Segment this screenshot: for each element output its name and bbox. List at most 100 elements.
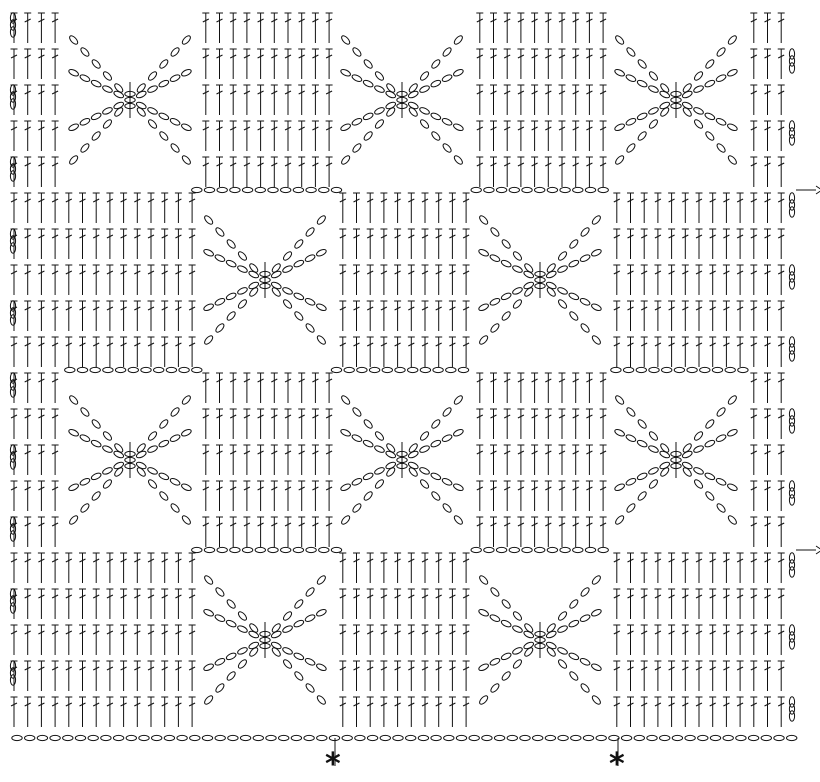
bowtie-chain [648, 430, 659, 441]
bowtie-chain [430, 112, 442, 121]
block-chain [433, 367, 443, 372]
bowtie-chain [625, 142, 636, 153]
bowtie-chain [648, 118, 659, 129]
bowtie-chain [282, 250, 293, 261]
bowtie-chain [305, 586, 316, 597]
bowtie-chain [625, 502, 636, 513]
foundation-chain [139, 735, 149, 740]
block-chain [547, 187, 557, 192]
block-chain [522, 547, 532, 552]
bowtie-chain [214, 614, 226, 623]
foundation-chain [672, 735, 682, 740]
turning-chain [789, 279, 794, 289]
bowtie-chain [282, 264, 294, 273]
bowtie-chain [419, 106, 431, 115]
block-chain [598, 547, 608, 552]
bowtie-chain [580, 586, 591, 597]
bowtie-chain [693, 430, 704, 441]
block-chain [484, 547, 494, 552]
bowtie-chain [181, 514, 192, 525]
block-chain [471, 547, 481, 552]
bowtie-chain [716, 502, 727, 513]
bowtie-chain [580, 226, 591, 237]
foundation-chain [113, 735, 123, 740]
block-chain [306, 187, 316, 192]
bowtie-chain [489, 322, 500, 333]
block-chain [77, 367, 87, 372]
bowtie-chain [430, 130, 441, 141]
block-chain [636, 367, 646, 372]
bowtie-chain [214, 657, 226, 666]
bowtie-chain [591, 574, 602, 585]
bowtie-chain [170, 142, 181, 153]
bowtie-chain [727, 34, 738, 45]
bowtie-chain [203, 574, 214, 585]
bowtie-chain [419, 70, 430, 81]
bowtie-chain [340, 123, 352, 132]
bowtie-chain [441, 434, 453, 443]
bowtie-chain [430, 439, 442, 448]
bowtie-chain [614, 483, 626, 492]
block-chain [281, 547, 291, 552]
bowtie-chain [158, 418, 169, 429]
foundation-chain [761, 735, 771, 740]
block-chain [357, 367, 367, 372]
block-chain [484, 187, 494, 192]
block-chain [204, 187, 214, 192]
bowtie-chain [557, 610, 568, 621]
block-chain [179, 367, 189, 372]
bowtie-chain [351, 502, 362, 513]
block-chain [255, 547, 265, 552]
bowtie-chain [614, 154, 625, 165]
bowtie-chain [489, 226, 500, 237]
bowtie-chain [557, 624, 569, 633]
block-chain [230, 547, 240, 552]
block-chain [65, 367, 75, 372]
bowtie-chain [591, 214, 602, 225]
foundation-chain [215, 735, 225, 740]
bowtie-chain [316, 694, 327, 705]
bowtie-chain [591, 694, 602, 705]
bowtie-chain [293, 670, 304, 681]
bowtie-chain [79, 434, 91, 443]
bowtie-chain [203, 248, 215, 257]
bowtie-chain [453, 154, 464, 165]
bowtie-chain [351, 74, 363, 83]
bowtie-chain [557, 286, 569, 295]
block-chain [458, 367, 468, 372]
bowtie-chain [362, 79, 374, 88]
bowtie-chain [181, 68, 193, 77]
bowtie-chain [293, 292, 305, 301]
bowtie-chain [636, 439, 648, 448]
bowtie-chain [512, 298, 523, 309]
bowtie-chain [693, 84, 705, 93]
bowtie-chain [557, 264, 569, 273]
foundation-chain [583, 735, 593, 740]
block-chain [662, 367, 672, 372]
bowtie-chain [512, 286, 524, 295]
bowtie-chain [79, 74, 91, 83]
bowtie-chain [512, 624, 524, 633]
foundation-chain [621, 735, 631, 740]
bowtie-chain [512, 658, 523, 669]
bowtie-chain [453, 483, 465, 492]
block-chain [217, 187, 227, 192]
foundation-chain [88, 735, 98, 740]
block-chain [611, 367, 621, 372]
bowtie-chain [580, 682, 591, 693]
bowtie-chain [648, 444, 660, 453]
bowtie-chain [282, 286, 294, 295]
bowtie-chain [351, 434, 363, 443]
foundation-chain [25, 735, 35, 740]
bowtie-chain [453, 428, 465, 437]
block-chain [369, 367, 379, 372]
foundation-chain [177, 735, 187, 740]
bowtie-chain [580, 322, 591, 333]
bowtie-chain [579, 254, 591, 263]
bowtie-chain [237, 624, 249, 633]
bowtie-chain [316, 574, 327, 585]
bowtie-chain [90, 79, 102, 88]
bowtie-chain [501, 598, 512, 609]
bowtie-chain [442, 406, 453, 417]
